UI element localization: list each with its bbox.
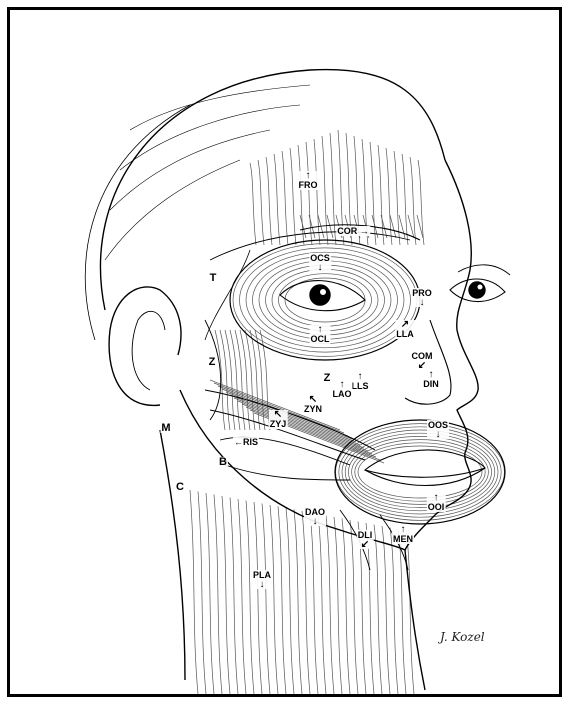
- illustration-frame: T Z Z M B C ↑FRO COR → OCS↓ PRO↓ ↑OCL ↗L…: [7, 7, 562, 697]
- muscle-label-com: COM↙: [411, 351, 434, 370]
- muscle-label-lla: ↗LLA: [395, 320, 415, 339]
- region-z-label-2: Z: [323, 373, 332, 383]
- muscle-label-ooi: ↑OOI: [427, 493, 446, 512]
- muscle-label-ocs: OCS↓: [309, 253, 331, 272]
- region-t-label: T: [209, 273, 218, 283]
- muscle-label-zyj: ↖ZYJ: [269, 410, 288, 429]
- region-b-label: B: [218, 457, 228, 467]
- muscle-label-din: ↑DIN: [422, 370, 440, 389]
- muscle-label-fro: ↑FRO: [298, 171, 319, 190]
- region-c-label: C: [175, 482, 185, 492]
- artist-signature: J. Kozel: [440, 630, 485, 644]
- muscle-label-ris: ←RIS: [233, 437, 259, 447]
- muscle-label-cor: COR →: [336, 226, 370, 236]
- muscle-label-men: ↑MEN: [392, 525, 414, 544]
- region-m-label: M: [160, 423, 171, 433]
- muscle-label-pro: PRO↓: [411, 288, 433, 307]
- muscle-label-dao: DAO↓: [304, 507, 326, 526]
- region-z-label: Z: [208, 357, 217, 367]
- muscle-label-ocl: ↑OCL: [310, 325, 331, 344]
- muscle-label-lao: ↑LAO: [332, 380, 353, 399]
- muscle-label-zyn: ↖ZYN: [303, 395, 323, 414]
- muscle-label-oos: OOS↓: [427, 420, 449, 439]
- muscle-label-pla: PLA↓: [252, 570, 272, 589]
- muscle-label-dli: DLI↙: [357, 530, 374, 549]
- muscle-label-lls: ↑LLS: [351, 372, 370, 391]
- facial-muscles-illustration: [10, 10, 559, 694]
